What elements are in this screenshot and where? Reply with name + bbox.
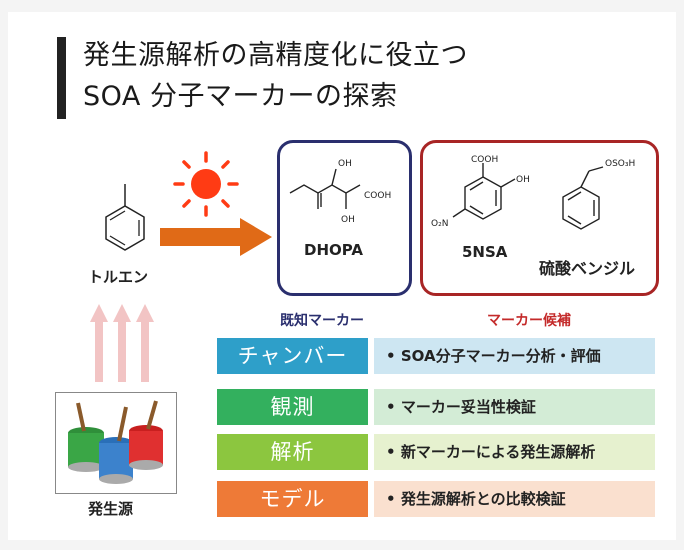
row-analysis: 解析 • 新マーカーによる発生源解析 (217, 434, 655, 470)
row-chamber: チャンバー • SOA分子マーカー分析・評価 (217, 338, 655, 374)
dhopa-oh-top-label: OH (338, 159, 352, 169)
row-analysis-desc: • 新マーカーによる発生源解析 (374, 434, 655, 470)
row-model-desc-text: 発生源解析との比較検証 (400, 490, 566, 508)
row-observation-desc: • マーカー妥当性検証 (374, 389, 655, 425)
emission-arrows-icon (90, 304, 154, 382)
dhopa-cooh-label: COOH (364, 191, 392, 201)
toluene-structure-icon (105, 184, 145, 251)
dhopa-structure-icon (289, 168, 361, 209)
known-marker-group-label: 既知マーカー (280, 313, 364, 329)
candidate-marker-group-label: マーカー候補 (487, 313, 571, 329)
5nsa-o2n-label: O₂N (431, 219, 449, 229)
candidate-marker-box: COOH OH O₂N 5NSA OSO₃H 硫酸ベンジル (420, 140, 659, 296)
5nsa-oh-label: OH (516, 175, 530, 185)
5nsa-name: 5NSA (462, 243, 508, 261)
benzyl-sulfate-structure-icon (562, 166, 604, 230)
row-model-desc: • 発生源解析との比較検証 (374, 481, 655, 517)
row-model-label: モデル (217, 481, 368, 517)
dhopa-name: DHOPA (304, 241, 363, 259)
row-observation-desc-text: マーカー妥当性検証 (400, 398, 536, 416)
reaction-arrow-icon (160, 218, 272, 256)
sun-icon (173, 151, 239, 217)
row-analysis-desc-text: 新マーカーによる発生源解析 (400, 443, 596, 461)
paint-can-icon (68, 400, 163, 484)
known-marker-box: OH COOH OH DHOPA (277, 140, 412, 296)
row-model: モデル • 発生源解析との比較検証 (217, 481, 655, 517)
row-chamber-desc: • SOA分子マーカー分析・評価 (374, 338, 655, 374)
benzyl-sulfate-name: 硫酸ベンジル (539, 259, 636, 278)
paint-cans-image (55, 392, 177, 494)
source-label: 発生源 (88, 500, 134, 518)
5nsa-cooh-label: COOH (471, 155, 499, 165)
dhopa-oh-bottom-label: OH (341, 215, 355, 225)
title-line-2: SOA 分子マーカーの探索 (83, 81, 398, 112)
row-analysis-label: 解析 (217, 434, 368, 470)
row-chamber-label: チャンバー (217, 338, 368, 374)
benzyl-sulfate-oso3h-label: OSO₃H (605, 159, 636, 169)
row-chamber-desc-text: SOA分子マーカー分析・評価 (400, 347, 601, 365)
row-observation: 観測 • マーカー妥当性検証 (217, 389, 655, 425)
title-accent-bar (57, 37, 66, 119)
toluene-label: トルエン (88, 268, 149, 286)
row-observation-label: 観測 (217, 389, 368, 425)
title-line-1: 発生源解析の高精度化に役立つ (83, 40, 468, 71)
figure-title: 発生源解析の高精度化に役立つ SOA 分子マーカーの探索 (83, 35, 468, 117)
5nsa-structure-icon (452, 163, 516, 220)
